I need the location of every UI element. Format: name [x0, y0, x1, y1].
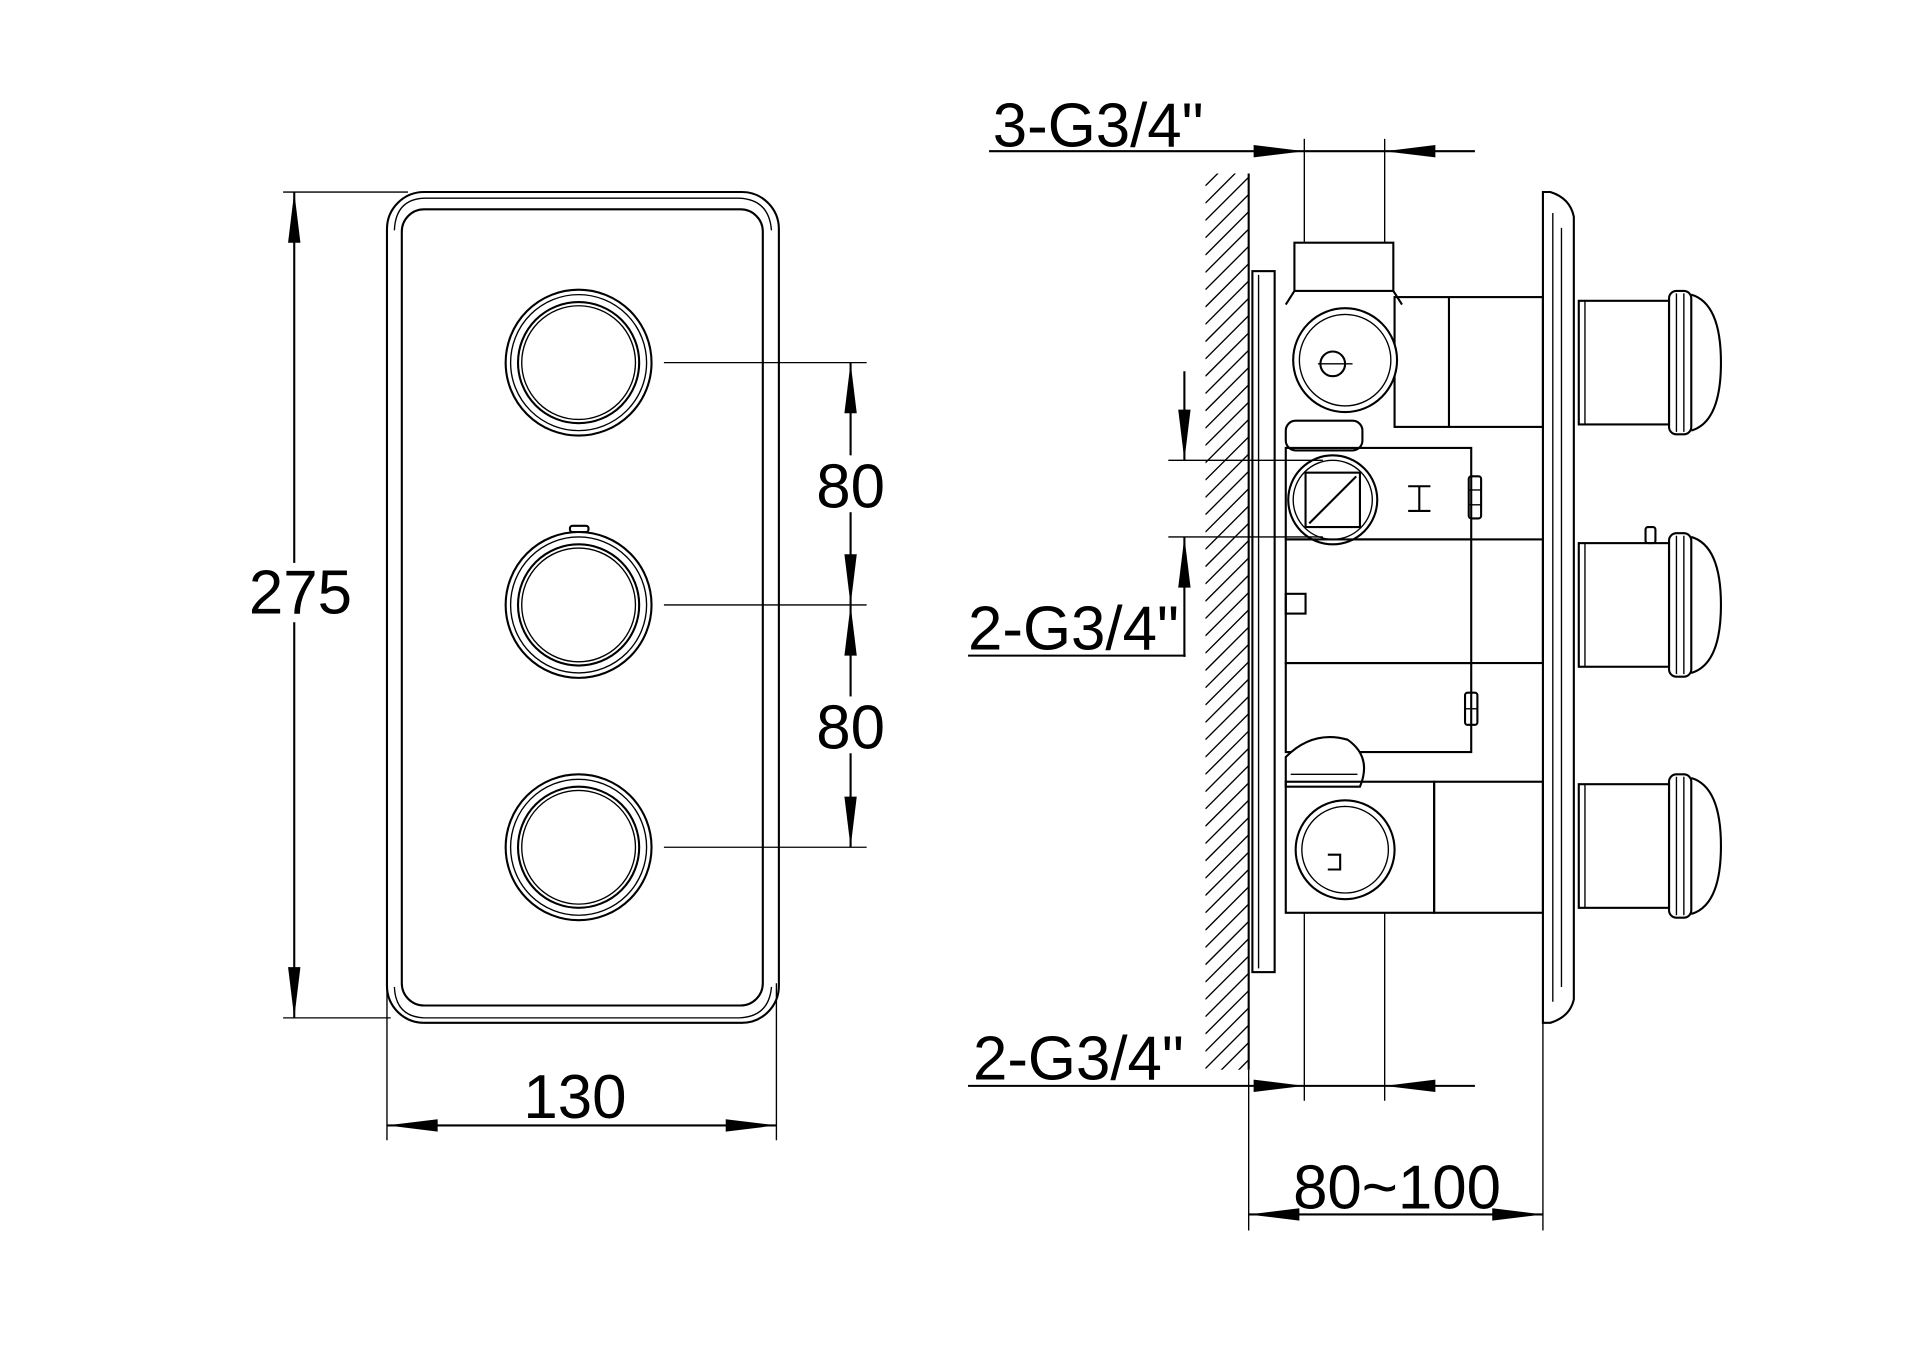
depth-dimension: 80~100 [1248, 1022, 1544, 1231]
top-connection-dimension: 3-G3/4" [989, 91, 1475, 243]
bottom-connection-dimension: 2-G3/4" [968, 912, 1475, 1101]
height-dimension: 275 [244, 191, 408, 1019]
hatch-line [1205, 315, 1249, 360]
hatch-line [1205, 834, 1249, 879]
front-cover-plate [385, 190, 780, 1024]
hatch-line [1205, 470, 1249, 516]
hatch-line [1205, 609, 1249, 654]
wall-hatching [1205, 173, 1249, 1120]
hatch-line [1205, 678, 1249, 723]
hatch-line [1205, 713, 1249, 758]
side-knob-middle [1577, 526, 1723, 678]
hatch-line [1205, 453, 1249, 498]
height-dimension-label: 275 [249, 559, 352, 628]
hatch-line [1205, 557, 1249, 602]
wall [1205, 173, 1250, 1120]
hatch-line [1205, 540, 1249, 585]
top-inlet-fitting [1293, 241, 1395, 292]
hatch-line [1205, 592, 1249, 637]
middle-connection-dimension: 2-G3/4" [968, 371, 1323, 663]
mounting-plate [1251, 270, 1276, 974]
valve-body [1284, 241, 1544, 914]
hatch-line [1205, 851, 1249, 896]
hatch-line [1205, 436, 1249, 481]
upper-port-circle [1292, 307, 1399, 414]
hatch-line [1205, 176, 1249, 221]
hatch-line [1205, 488, 1249, 533]
side-knob-bottom [1577, 773, 1723, 919]
knob-indicator-mark [1644, 526, 1657, 545]
hatch-line [1205, 765, 1249, 810]
bottom-connection-label: 2-G3/4" [973, 1025, 1184, 1094]
hatch-line [1205, 297, 1249, 343]
hatch-line [1205, 173, 1237, 204]
hatch-line [1205, 245, 1249, 291]
hatch-line [1205, 747, 1249, 793]
middle-port-circle [1287, 454, 1379, 546]
hatch-line [1205, 228, 1249, 273]
hatch-line [1205, 1024, 1249, 1070]
hatch-line [1205, 938, 1249, 983]
hatch-line [1205, 1007, 1249, 1052]
side-view: 3-G3/4" 2-G3/4" 2-G3/4" [968, 91, 1723, 1231]
hatch-line [1205, 886, 1249, 931]
hatch-line [1205, 263, 1249, 308]
hatch-line [1205, 782, 1249, 827]
hatch-line [1205, 384, 1249, 429]
front-knob-middle [504, 524, 653, 679]
hatch-line [1205, 419, 1249, 464]
width-dimension: 130 [386, 983, 778, 1141]
hatch-line [1205, 869, 1249, 914]
hatch-line [1205, 730, 1249, 775]
hatch-line [1205, 990, 1249, 1035]
hatch-line [1205, 903, 1249, 948]
hatch-line [1205, 194, 1249, 239]
side-cover-plate [1541, 190, 1575, 1024]
hatch-line [1205, 799, 1249, 845]
knob-spacing-upper-label: 80 [816, 452, 885, 521]
hatch-line [1205, 332, 1249, 377]
knob-spacing-lower-label: 80 [816, 693, 885, 762]
hatch-line [1205, 522, 1249, 568]
side-knob-top [1577, 289, 1723, 436]
hatch-line [1205, 173, 1219, 187]
hatch-line [1205, 661, 1249, 706]
middle-connection-label: 2-G3/4" [968, 594, 1179, 663]
depth-dimension-label: 80~100 [1293, 1153, 1501, 1222]
hatch-line [1205, 367, 1249, 412]
hatch-line [1205, 505, 1249, 550]
front-knob-top [504, 288, 653, 437]
hatch-line [1205, 1077, 1248, 1120]
hatch-line [1205, 955, 1249, 1000]
elbow [1284, 736, 1366, 788]
hatch-line [1237, 1059, 1249, 1070]
hatch-line [1205, 211, 1249, 256]
hatch-line [1205, 972, 1249, 1018]
width-dimension-label: 130 [523, 1063, 626, 1132]
hatch-line [1205, 401, 1249, 446]
knob-indicator-mark [568, 524, 590, 534]
front-knob-bottom [504, 773, 653, 922]
hatch-line [1220, 1042, 1249, 1070]
hatch-line [1205, 644, 1249, 689]
hatch-line [1205, 626, 1249, 671]
bottom-port-circle [1294, 799, 1396, 901]
hatch-line [1205, 817, 1249, 862]
hatch-line [1205, 695, 1249, 741]
knob-spacing-dimension: 80 80 [663, 361, 886, 848]
hatch-line [1205, 920, 1249, 966]
bolt [1467, 475, 1483, 520]
front-view: 275 130 80 80 [244, 190, 886, 1141]
top-connection-label: 3-G3/4" [993, 91, 1204, 160]
hatch-line [1205, 280, 1249, 325]
hatch-line [1205, 349, 1249, 395]
hot-marking [1408, 485, 1431, 513]
hatch-line [1205, 574, 1249, 620]
